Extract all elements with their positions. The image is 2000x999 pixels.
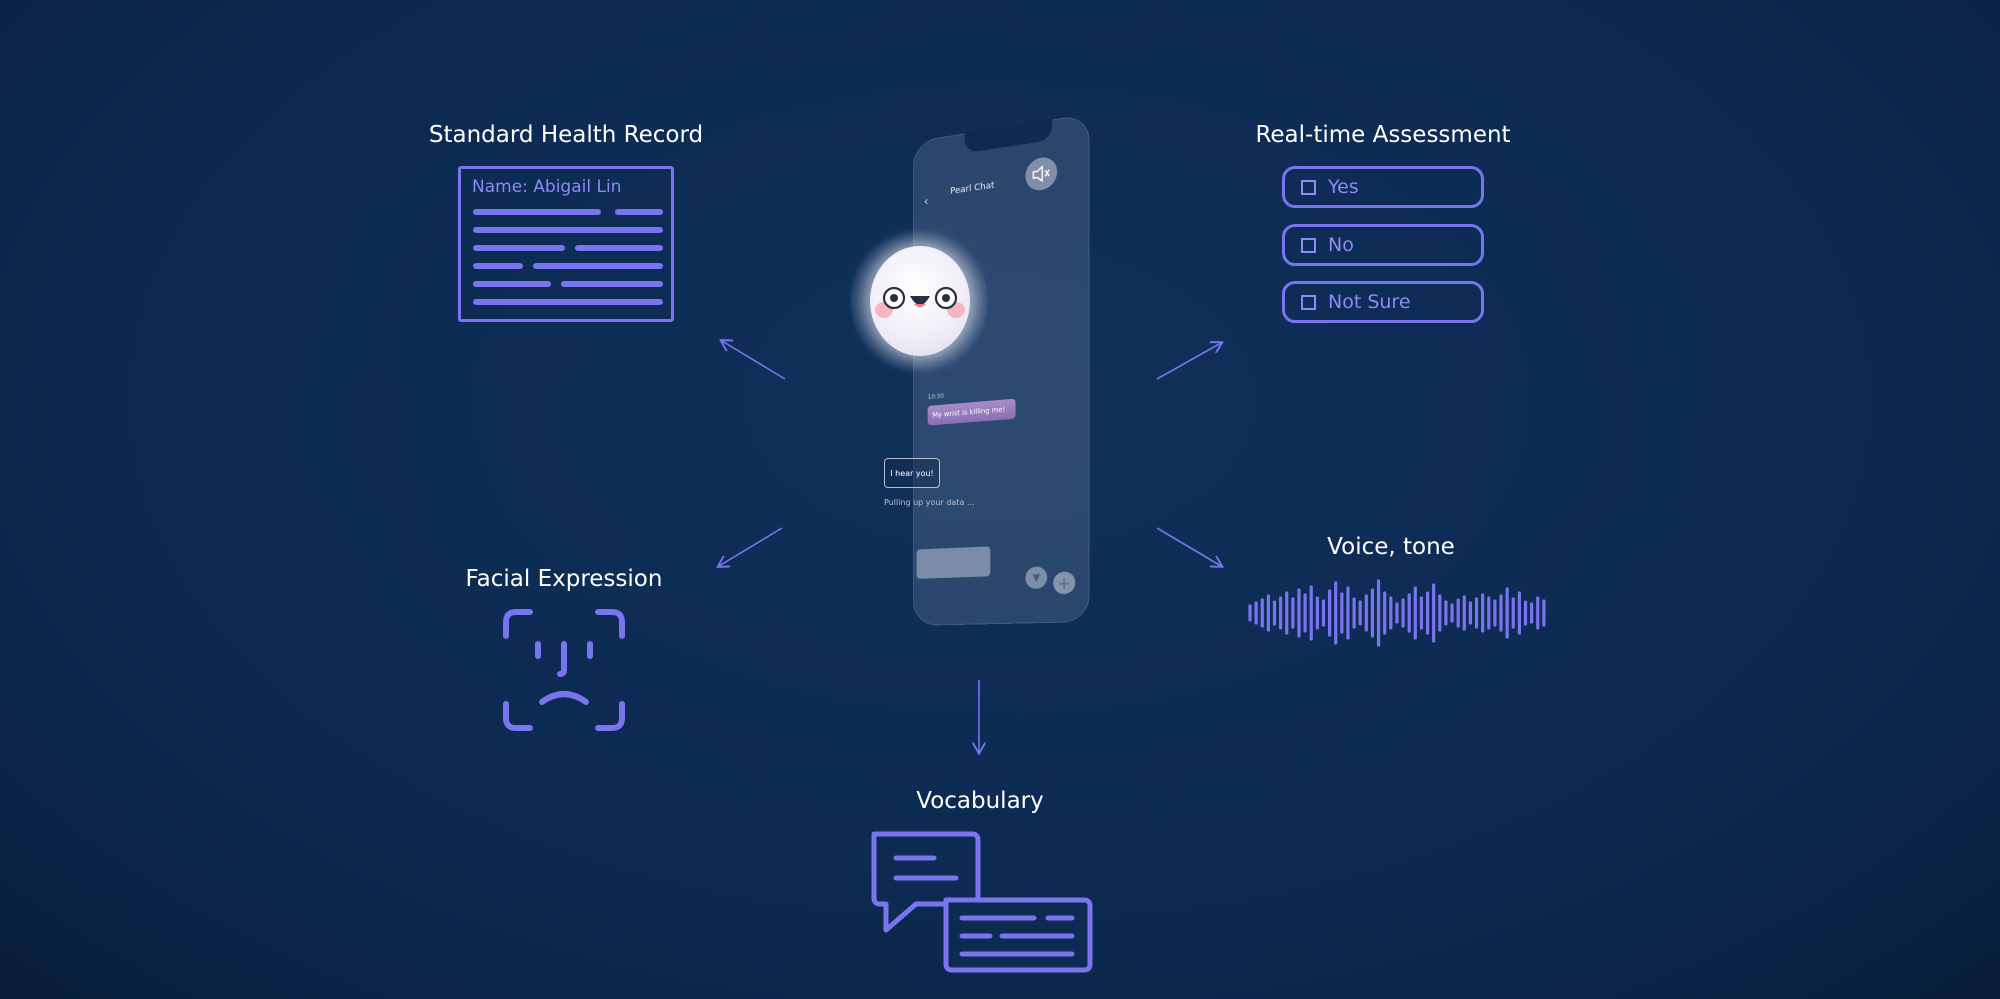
option-label: Yes xyxy=(1328,176,1359,198)
record-line xyxy=(533,263,663,269)
record-line xyxy=(473,299,663,305)
mute-icon xyxy=(1031,163,1051,184)
bot-status-text: Pulling up your data ... xyxy=(884,498,975,507)
assessment-title: Real-time Assessment xyxy=(1255,122,1511,148)
facial-expression-title: Facial Expression xyxy=(465,566,663,592)
record-line xyxy=(561,281,663,287)
checkbox-icon xyxy=(1301,294,1316,310)
mute-button[interactable] xyxy=(1025,155,1058,193)
health-record-title: Standard Health Record xyxy=(428,122,704,148)
option-yes[interactable]: Yes xyxy=(1282,166,1484,208)
record-line xyxy=(473,281,551,287)
send-icon: ▼ xyxy=(1032,572,1041,584)
option-label: Not Sure xyxy=(1328,291,1411,313)
arrow-to-facial-expression xyxy=(719,527,783,566)
record-line xyxy=(473,209,601,215)
record-line xyxy=(473,245,565,251)
avatar-face-icon xyxy=(875,286,965,318)
record-line xyxy=(615,209,663,215)
arrow-to-voice xyxy=(1156,527,1221,566)
face-id-icon xyxy=(503,609,625,731)
voice-title: Voice, tone xyxy=(1327,534,1455,560)
vocabulary-title: Vocabulary xyxy=(916,788,1044,814)
back-chevron-icon[interactable]: ‹ xyxy=(923,194,929,209)
arrow-to-assessment xyxy=(1156,343,1221,380)
record-patient-name: Name: Abigail Lin xyxy=(472,177,622,197)
health-record-card: Name: Abigail Lin xyxy=(458,166,674,322)
waveform-icon xyxy=(1248,579,1546,647)
message-timestamp: 10:30 xyxy=(927,392,944,402)
record-line xyxy=(473,263,523,269)
checkbox-icon xyxy=(1301,179,1316,195)
plus-icon: + xyxy=(1057,572,1071,593)
option-no[interactable]: No xyxy=(1282,224,1484,266)
message-input[interactable] xyxy=(916,546,991,579)
pearl-avatar xyxy=(870,246,970,356)
user-message-bubble: My wrist is killing me! xyxy=(927,398,1016,426)
checkbox-icon xyxy=(1301,237,1316,253)
arrow-to-health-record xyxy=(722,341,786,380)
add-button[interactable]: + xyxy=(1053,571,1076,595)
option-label: No xyxy=(1328,234,1354,256)
record-line xyxy=(575,245,663,251)
chat-header-title: Pearl Chat xyxy=(950,180,995,197)
chat-bubbles-icon xyxy=(871,831,1093,973)
record-line xyxy=(473,227,663,233)
send-button[interactable]: ▼ xyxy=(1025,566,1048,590)
option-not-sure[interactable]: Not Sure xyxy=(1282,281,1484,323)
bot-message-bubble: I hear you! xyxy=(884,458,940,488)
